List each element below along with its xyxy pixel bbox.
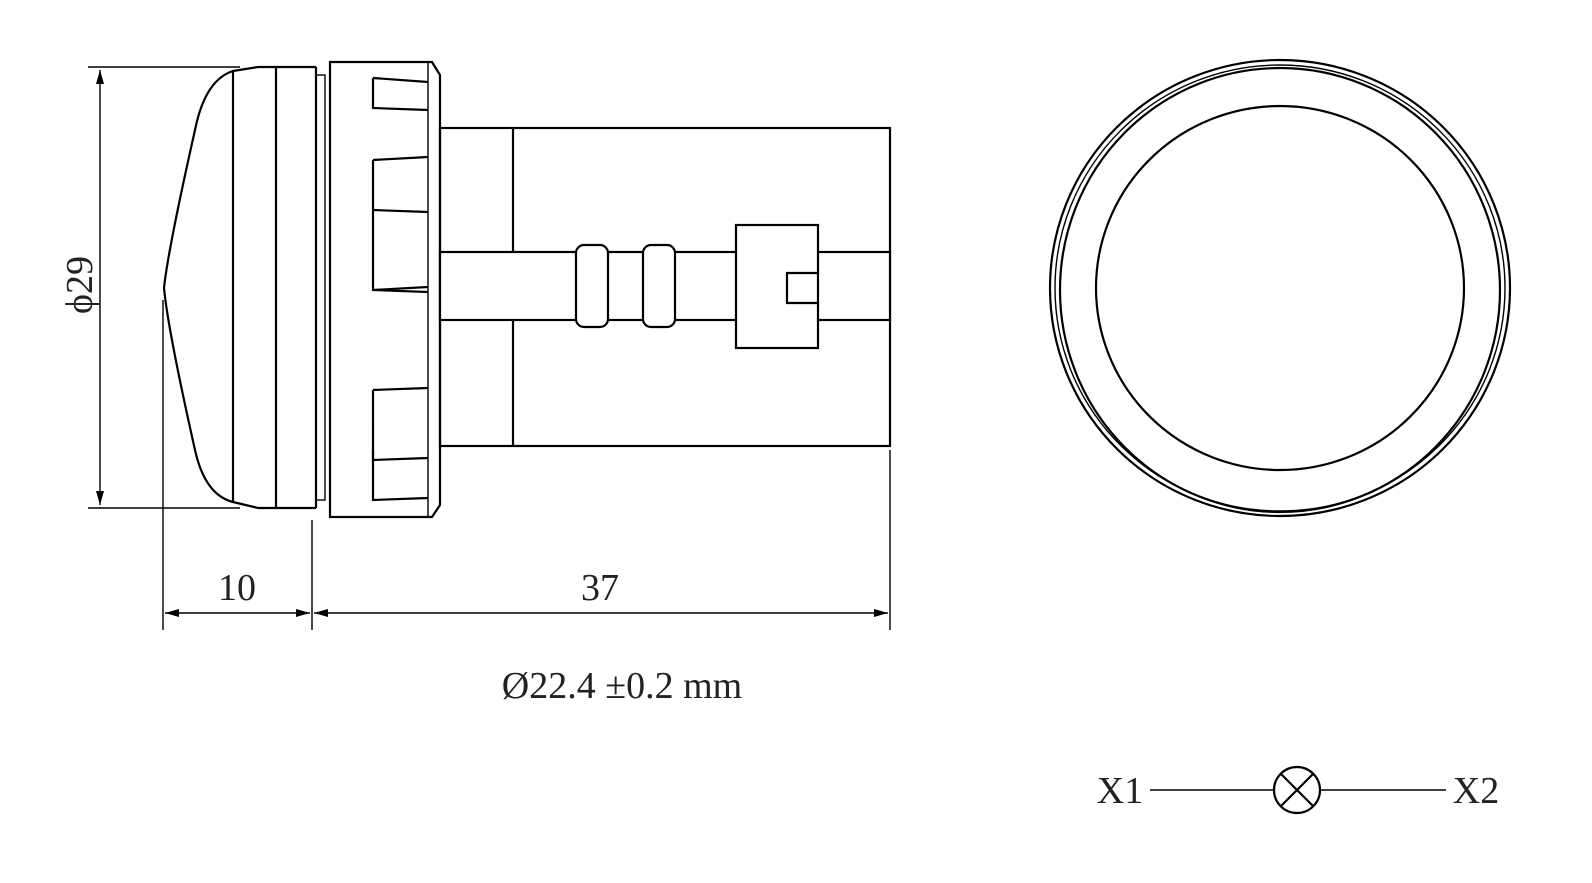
mounting-nut [328,60,442,519]
lens [162,65,326,510]
body [438,126,892,448]
dim-body-length: 37 [581,567,619,609]
lamp-symbol: X1 X2 [1097,765,1499,815]
side-view [162,60,892,519]
front-view [1048,58,1512,518]
diameter-label: ϕ29 [59,256,101,314]
mounting-hole-note: Ø22.4 ±0.2 mm [502,665,742,707]
terminal-x1: X1 [1097,770,1143,812]
dimensions: ϕ29 10 37 Ø22.4 ±0.2 mm [59,66,891,707]
terminal-x2: X2 [1453,770,1499,812]
dim-front-length: 10 [218,567,256,609]
